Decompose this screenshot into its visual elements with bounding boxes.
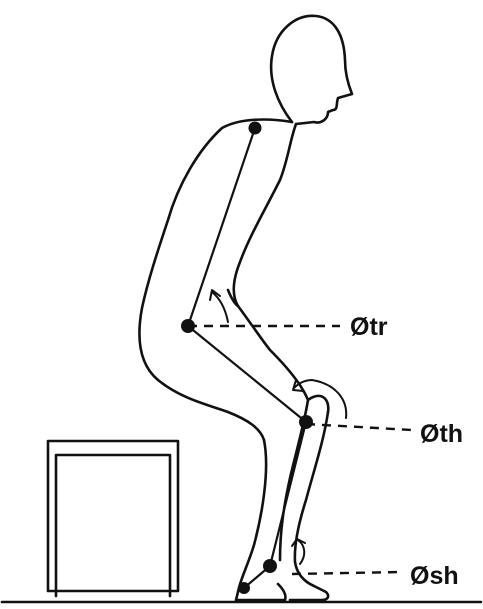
thigh-angle-label: Øth [420, 420, 463, 448]
thigh-segment [188, 326, 306, 422]
shank-angle-arrow [298, 540, 304, 564]
stool-inner [56, 455, 170, 596]
ankle-joint [263, 559, 277, 573]
shank-reference-line [292, 572, 402, 574]
shank-angle-label: Øsh [410, 562, 459, 590]
joints [181, 122, 313, 595]
angle-labels: Øtr Øth Øsh [350, 313, 463, 590]
front-leg-outline [290, 412, 328, 600]
front-torso-outline [234, 124, 329, 412]
segments [188, 128, 306, 588]
knee-joint [299, 415, 313, 429]
stool [48, 441, 178, 596]
trunk-angle-label: Øtr [350, 313, 388, 341]
stool-outer [48, 441, 178, 591]
back-leg-outline [236, 440, 285, 600]
thigh-reference-line [306, 424, 412, 430]
shank-segment [270, 422, 306, 566]
head-outline [271, 16, 352, 124]
shoulder-joint [249, 122, 262, 135]
heel-joint [238, 582, 250, 594]
